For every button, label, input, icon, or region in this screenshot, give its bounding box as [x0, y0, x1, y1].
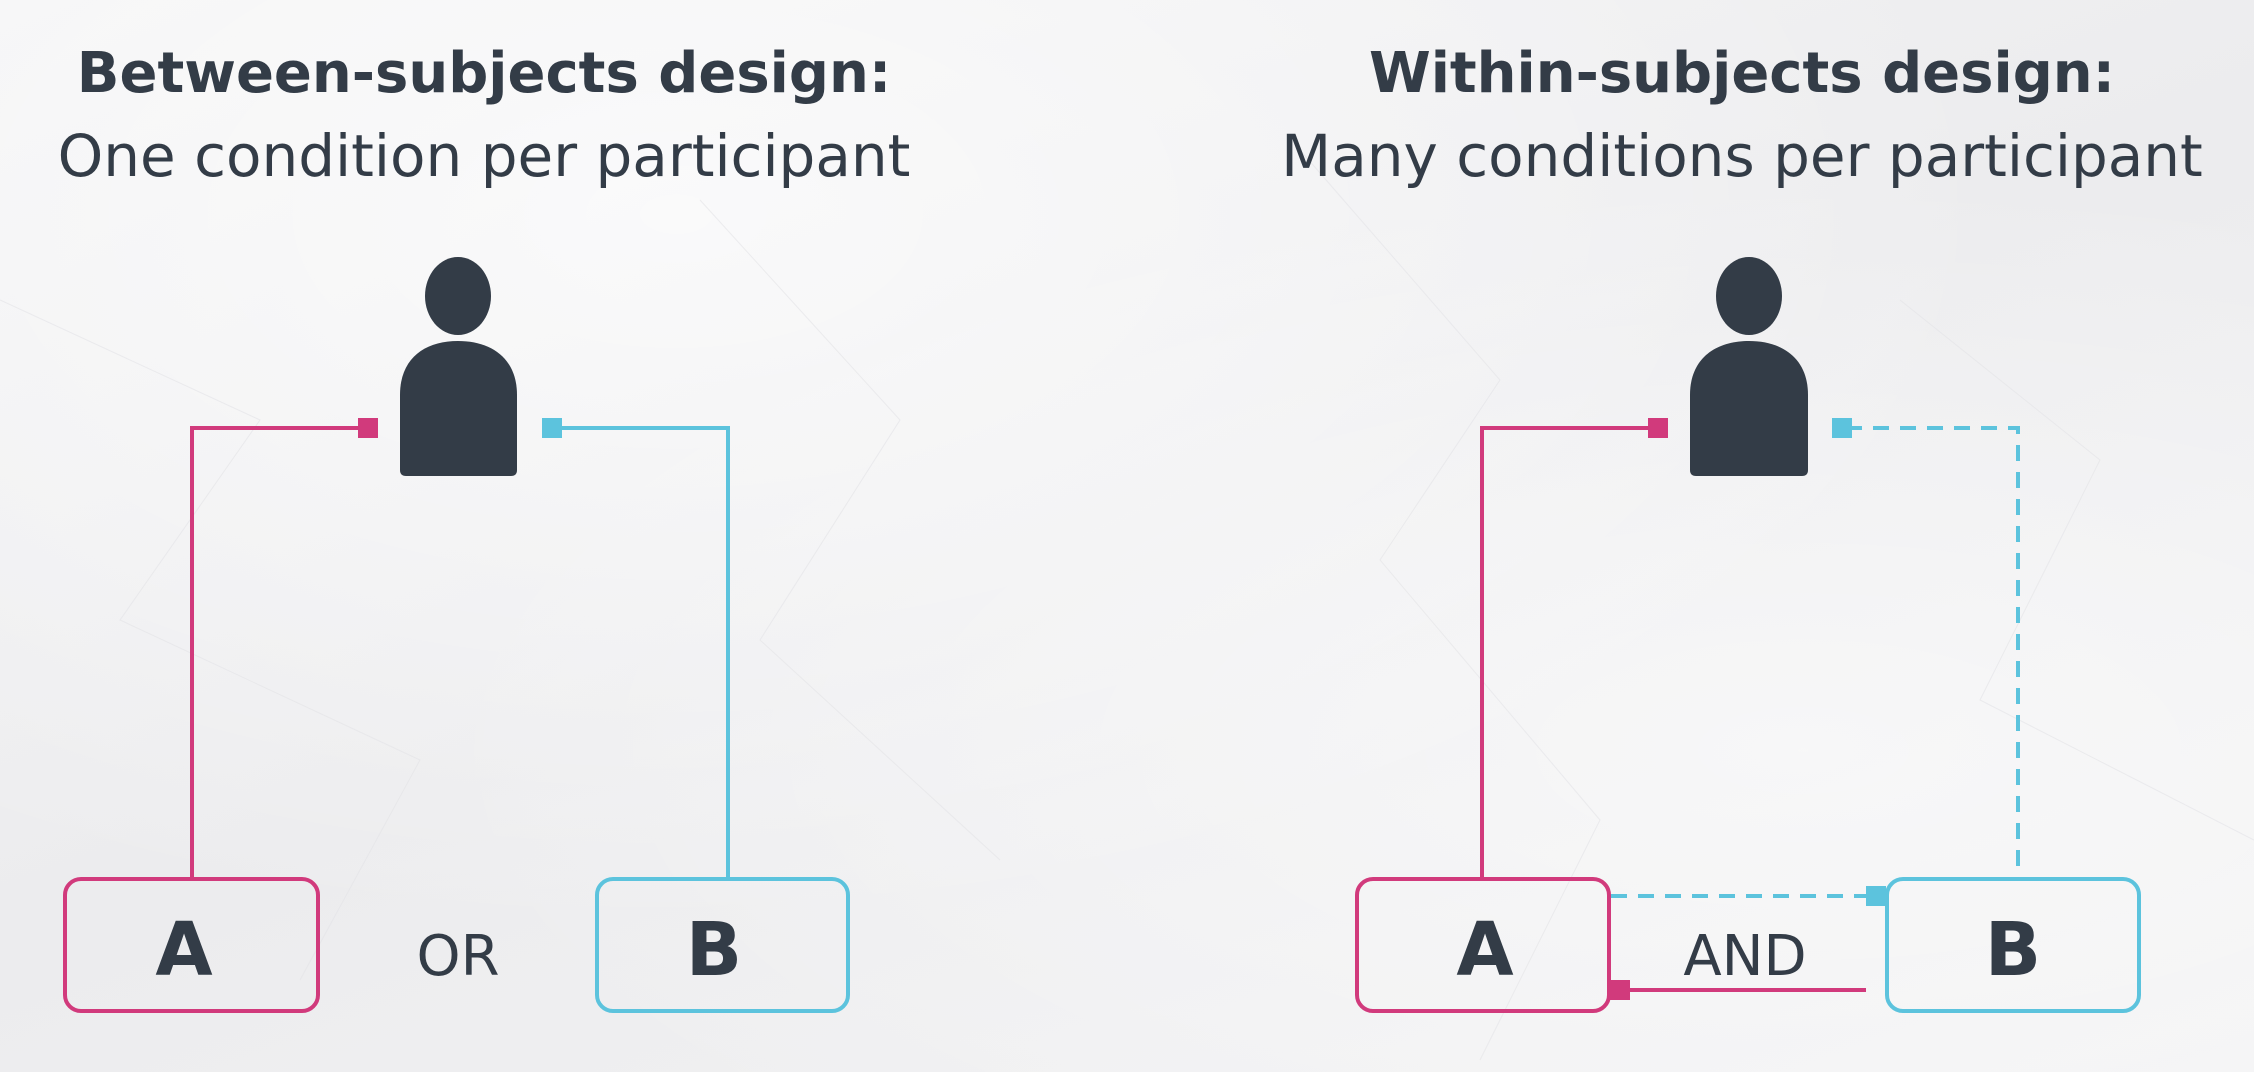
condition-a-box: A — [63, 877, 320, 1013]
condition-a-label: A — [1456, 907, 1513, 993]
between-subjects-title: Between-subjects design: — [77, 41, 891, 106]
person-icon — [1690, 257, 1808, 476]
connector-endpoint — [1832, 418, 1852, 438]
connector-endpoint — [358, 418, 378, 438]
condition-a-box: A — [1355, 877, 1611, 1013]
connector-endpoint — [1866, 886, 1886, 906]
and-label: AND — [1683, 924, 1806, 989]
connector-a-to-b — [1611, 886, 1886, 906]
condition-b-box: B — [595, 877, 850, 1013]
connector-a-to-participant — [1480, 418, 1668, 878]
background-texture — [0, 149, 2254, 1061]
within-subjects-title: Within-subjects design: — [1369, 41, 2115, 106]
within-subjects-panel: Within-subjects design: Many conditions … — [1281, 41, 2203, 1013]
connector-endpoint — [1648, 418, 1668, 438]
or-label: OR — [417, 924, 500, 989]
connector-endpoint — [542, 418, 562, 438]
within-subjects-subtitle: Many conditions per participant — [1281, 122, 2203, 190]
connector-endpoint — [1610, 980, 1630, 1000]
between-subjects-subtitle: One condition per participant — [58, 122, 911, 190]
connector-b-to-participant — [542, 418, 730, 878]
condition-b-label: B — [686, 907, 742, 993]
connector-b-to-participant — [1832, 418, 2020, 866]
person-icon — [400, 257, 517, 476]
condition-b-label: B — [1985, 907, 2041, 993]
connector-b-to-a — [1610, 980, 1866, 1000]
connector-a-to-participant — [190, 418, 378, 878]
between-subjects-panel: Between-subjects design: One condition p… — [58, 41, 911, 1013]
condition-b-box: B — [1885, 877, 2141, 1013]
condition-a-label: A — [155, 907, 212, 993]
